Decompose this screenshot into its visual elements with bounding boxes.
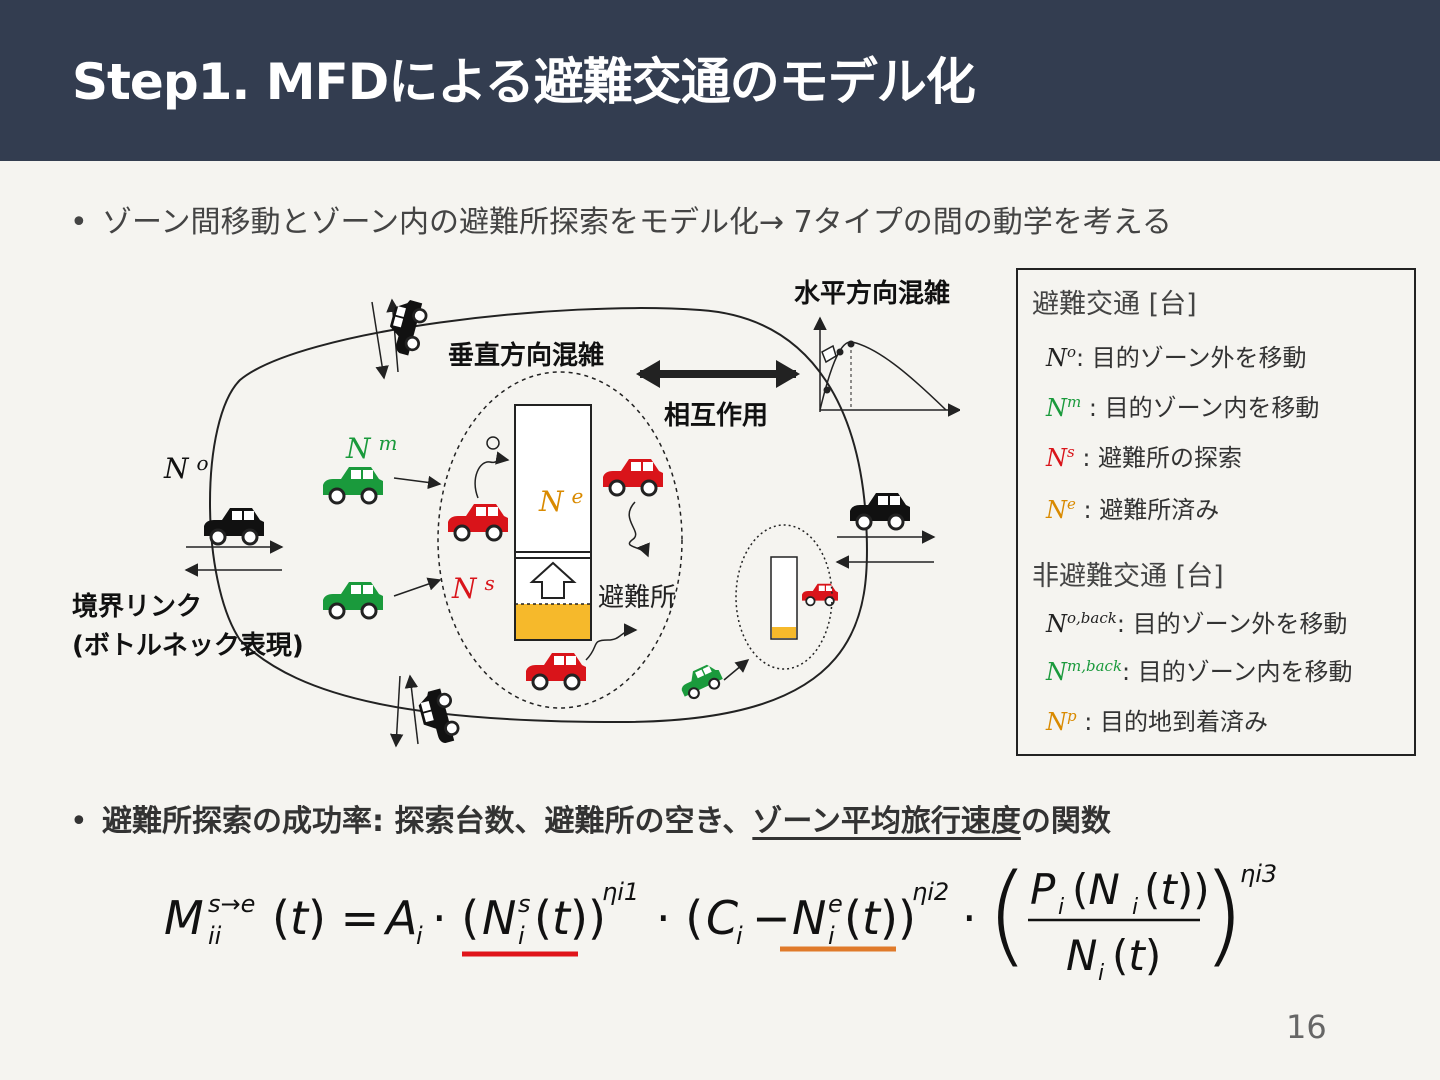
legend-symbol: Ns bbox=[1046, 443, 1075, 472]
svg-text:·: · bbox=[962, 891, 977, 945]
svg-text:s→e: s→e bbox=[208, 890, 255, 918]
legend-item: Np : 目的地到着済み bbox=[1046, 707, 1268, 736]
svg-text:ηi1: ηi1 bbox=[602, 878, 639, 906]
svg-text:C: C bbox=[706, 891, 738, 945]
bullet-1: • ゾーン間移動とゾーン内の避難所探索をモデル化→ 7タイプの間の動学を考える bbox=[70, 197, 1172, 241]
boundary-link-label: 境界リンク bbox=[72, 591, 202, 622]
svg-text:· (: · ( bbox=[432, 891, 479, 945]
legend-symbol: Nm,back bbox=[1046, 657, 1123, 686]
car-red-1 bbox=[446, 502, 510, 542]
car-black-bottom bbox=[414, 685, 463, 749]
bullet-2-underlined: ゾーン平均旅行速度 bbox=[752, 804, 1021, 839]
svg-text:i: i bbox=[1058, 895, 1064, 920]
legend-item: Ns : 避難所の探索 bbox=[1046, 443, 1243, 472]
svg-text:Nm: Nm bbox=[345, 431, 397, 465]
svg-text:(t)): (t)) bbox=[1144, 865, 1210, 914]
legend-symbol: No,back bbox=[1046, 609, 1117, 638]
svg-text:· (: · ( bbox=[656, 891, 703, 945]
car-green-2 bbox=[321, 580, 385, 620]
car-green-1 bbox=[321, 465, 385, 505]
bullet-dot: • bbox=[70, 205, 88, 240]
page-title: Step1. MFDによる避難交通のモデル化 bbox=[72, 53, 976, 111]
label-Ne: N bbox=[538, 485, 565, 518]
svg-text:(: ( bbox=[986, 852, 1029, 978]
bullet-2-prefix: 避難所探索の成功率: 探索台数、避難所の空き、 bbox=[102, 804, 753, 839]
legend-box: 避難交通 [台] No: 目的ゾーン外を移動 Nm : 目的ゾーン内を移動 Ns… bbox=[1016, 268, 1416, 756]
legend-item: No: 目的ゾーン外を移動 bbox=[1046, 343, 1307, 372]
svg-text:−: − bbox=[752, 891, 791, 945]
legend-non-evac-header: 非避難交通 [台] bbox=[1032, 561, 1224, 592]
svg-text:i: i bbox=[736, 922, 743, 950]
svg-text:Ne: Ne bbox=[538, 484, 583, 518]
svg-text:P: P bbox=[1030, 865, 1056, 914]
header-bar: Step1. MFDによる避難交通のモデル化 bbox=[0, 0, 1440, 161]
car-black-right bbox=[848, 491, 912, 531]
success-rate-formula: M s→e ii (t) = A i · ( N s i (t)) ηi1 · … bbox=[164, 852, 1277, 986]
car-green-3 bbox=[675, 660, 727, 703]
svg-text:i: i bbox=[1098, 961, 1104, 986]
svg-text:ii: ii bbox=[208, 922, 222, 950]
zone-boundary bbox=[209, 307, 869, 724]
legend-item: Nm,back: 目的ゾーン内を移動 bbox=[1046, 657, 1353, 686]
svg-text:e: e bbox=[828, 890, 843, 918]
bullet-2-suffix: の関数 bbox=[1020, 804, 1111, 839]
legend-symbol: No bbox=[1046, 343, 1077, 372]
svg-text:M: M bbox=[164, 891, 204, 945]
legend-item: Nm : 目的ゾーン内を移動 bbox=[1046, 393, 1320, 422]
svg-text:N: N bbox=[482, 891, 516, 945]
svg-text:i: i bbox=[828, 922, 835, 950]
svg-text:N: N bbox=[1066, 931, 1097, 980]
svg-text:i: i bbox=[518, 922, 525, 950]
bullet-dot: • bbox=[70, 804, 88, 839]
label-Nm: N bbox=[345, 432, 372, 465]
svg-text:N: N bbox=[792, 891, 826, 945]
svg-text:ηi3: ηi3 bbox=[1240, 860, 1277, 888]
svg-text:): ) bbox=[1202, 852, 1245, 978]
svg-text:Ns: Ns bbox=[451, 571, 495, 605]
svg-text:ηi2: ηi2 bbox=[912, 878, 949, 906]
svg-text:(N: (N bbox=[1072, 865, 1120, 914]
svg-text:i: i bbox=[416, 922, 423, 950]
label-No: N bbox=[163, 452, 190, 485]
interaction-label: 相互作用 bbox=[664, 401, 768, 431]
svg-text:(t) =: (t) = bbox=[272, 891, 379, 945]
shelter-label: 避難所 bbox=[598, 583, 676, 613]
legend-symbol: Ne bbox=[1046, 495, 1076, 524]
bullet-1-text: ゾーン間移動とゾーン内の避難所探索をモデル化→ 7タイプの間の動学を考える bbox=[102, 205, 1172, 240]
bullet-2: • 避難所探索の成功率: 探索台数、避難所の空き、ゾーン平均旅行速度の関数 bbox=[70, 796, 1111, 840]
svg-text:(t): (t) bbox=[1112, 931, 1161, 980]
svg-text:No: No bbox=[163, 451, 209, 485]
svg-text:(t)): (t)) bbox=[844, 891, 916, 945]
label-Ns: N bbox=[451, 572, 478, 605]
legend-item: Ne : 避難所済み bbox=[1046, 495, 1220, 524]
legend-symbol: Np bbox=[1046, 707, 1077, 736]
legend-item: No,back: 目的ゾーン外を移動 bbox=[1046, 609, 1348, 638]
car-black-top bbox=[382, 295, 431, 359]
boundary-link-sublabel: (ボトルネック表現) bbox=[72, 631, 304, 661]
evacuation-diagram: 垂直方向混雑 水平方向混雑 相互作用 境界リンク (ボトルネック表現) 避難所 … bbox=[72, 278, 960, 749]
shelter-search-zone bbox=[437, 371, 683, 709]
svg-text:s: s bbox=[518, 890, 531, 918]
legend-symbol: Nm bbox=[1046, 393, 1082, 422]
car-red-2 bbox=[601, 457, 665, 497]
svg-text:i: i bbox=[1132, 895, 1138, 920]
car-black-left bbox=[202, 506, 266, 546]
svg-text:A: A bbox=[383, 891, 417, 945]
vertical-congestion-label: 垂直方向混雑 bbox=[448, 340, 604, 371]
car-red-3 bbox=[524, 651, 588, 691]
horizontal-congestion-label: 水平方向混雑 bbox=[794, 278, 950, 309]
page-number: 16 bbox=[1286, 1008, 1327, 1046]
svg-text:(t)): (t)) bbox=[534, 891, 606, 945]
legend-evac-header: 避難交通 [台] bbox=[1032, 289, 1197, 320]
